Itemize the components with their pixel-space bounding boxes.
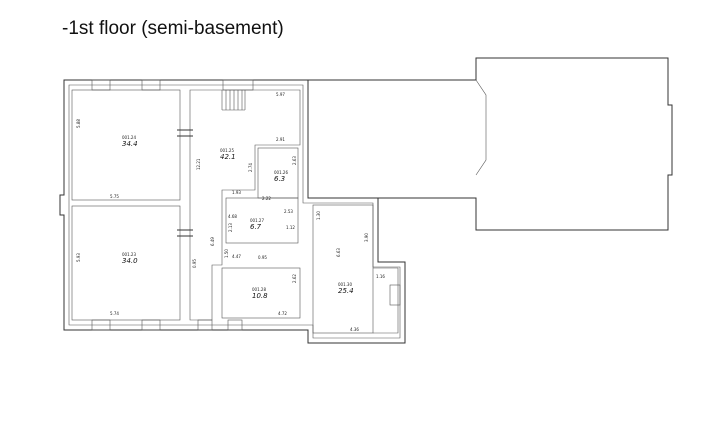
svg-text:0.95: 0.95 (258, 255, 267, 260)
svg-text:34.4: 34.4 (122, 140, 138, 148)
entrance-steps (389, 284, 401, 306)
svg-text:2.13: 2.13 (228, 223, 233, 232)
svg-text:0.95: 0.95 (192, 259, 197, 268)
svg-text:4.68: 4.68 (228, 214, 237, 219)
window (91, 79, 111, 91)
svg-text:5.74: 5.74 (110, 311, 119, 316)
outer-wall (59, 79, 406, 344)
svg-text:25.4: 25.4 (338, 287, 354, 295)
svg-text:001.24: 001.24 (122, 135, 136, 140)
svg-text:4.72: 4.72 (278, 311, 287, 316)
room-001-27 (225, 197, 299, 244)
svg-text:2.22: 2.22 (262, 196, 271, 201)
svg-text:6.49: 6.49 (210, 237, 215, 246)
svg-text:5.75: 5.75 (110, 194, 119, 199)
room-001-28 (221, 267, 301, 319)
svg-text:10.8: 10.8 (252, 292, 268, 300)
inner-outline (68, 84, 401, 339)
svg-text:2.91: 2.91 (276, 137, 285, 142)
window (141, 79, 161, 91)
svg-text:3.90: 3.90 (364, 233, 369, 242)
svg-text:5.93: 5.93 (76, 253, 81, 262)
svg-text:5.88: 5.88 (76, 119, 81, 128)
room-001-24 (71, 89, 181, 201)
svg-text:6.63: 6.63 (336, 248, 341, 257)
svg-text:1.30: 1.30 (316, 211, 321, 220)
svg-text:4.36: 4.36 (350, 327, 359, 332)
dimension-labels: 5.88 5.75 5.93 5.74 5.97 2.91 12.21 2.74… (76, 92, 385, 332)
svg-text:1.12: 1.12 (286, 225, 295, 230)
svg-text:4.47: 4.47 (232, 254, 241, 259)
svg-text:1.50: 1.50 (224, 249, 229, 258)
svg-text:6.3: 6.3 (274, 175, 285, 183)
svg-text:5.97: 5.97 (276, 92, 285, 97)
svg-text:001.23: 001.23 (122, 252, 136, 257)
room-001-30 (312, 204, 374, 334)
adjacent-building (308, 57, 673, 231)
room-001-23 (71, 205, 181, 321)
room-001-30-wing (373, 267, 399, 334)
svg-text:12.21: 12.21 (196, 158, 201, 170)
svg-text:2.62: 2.62 (292, 274, 297, 283)
svg-text:001.26: 001.26 (274, 170, 288, 175)
svg-text:001.28: 001.28 (252, 287, 266, 292)
svg-text:6.7: 6.7 (250, 223, 262, 231)
room-labels: 001.24 34.4 001.25 42.1 001.26 6.3 001.2… (122, 135, 354, 300)
window (141, 319, 161, 331)
svg-text:42.1: 42.1 (220, 153, 236, 161)
page-title: -1st floor (semi-basement) (62, 18, 284, 39)
svg-text:001.25: 001.25 (220, 148, 234, 153)
svg-text:001.30: 001.30 (338, 282, 352, 287)
svg-text:2.63: 2.63 (292, 156, 297, 165)
stairs (221, 90, 246, 111)
svg-text:34.0: 34.0 (122, 257, 138, 265)
svg-text:001.27: 001.27 (250, 218, 264, 223)
svg-text:1.93: 1.93 (232, 190, 241, 195)
window (227, 319, 243, 331)
svg-text:1.16: 1.16 (376, 274, 385, 279)
adjacent-building-notch (475, 79, 487, 176)
window (91, 319, 111, 331)
svg-text:2.53: 2.53 (284, 209, 293, 214)
svg-text:2.74: 2.74 (248, 163, 253, 172)
room-001-25 (189, 89, 301, 321)
